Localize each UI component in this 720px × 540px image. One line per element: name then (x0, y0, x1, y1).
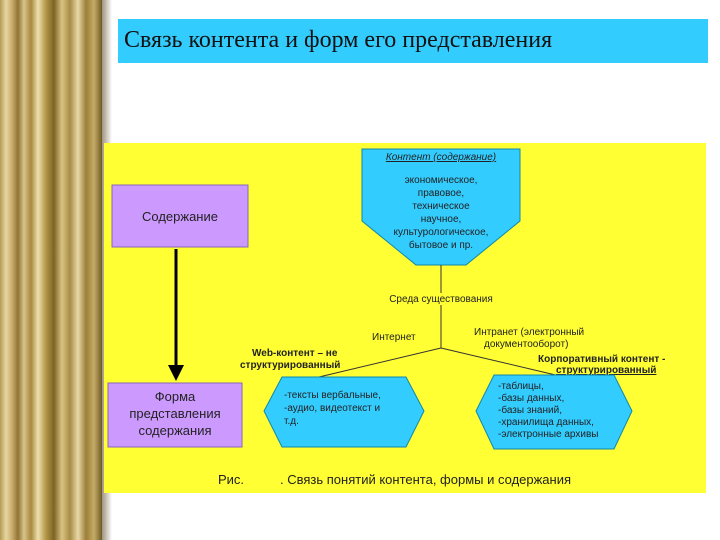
decorative-frame (0, 0, 102, 540)
left-hex-line-2: -аудио, видеотекст и (284, 403, 380, 414)
content-box (111, 184, 249, 248)
environment-label: Среда существования (389, 294, 493, 305)
form-box (107, 382, 243, 448)
right-hexagon (475, 374, 633, 450)
content-shape-line-6: бытовое и пр. (409, 239, 473, 251)
content-shape-heading: Контент (содержание) (386, 152, 496, 163)
web-content-label-line-2: структурированный (240, 360, 340, 371)
left-hex-line-1: -тексты вербальные, (284, 389, 381, 401)
content-shape-line-2: правовое, (418, 188, 464, 199)
connector-left (318, 347, 442, 378)
content-box-label: Содержание (142, 209, 218, 224)
right-hex-line-2: -базы данных, (498, 392, 564, 404)
content-shape-line-5: культурологическое, (394, 227, 489, 238)
right-hex-line-4: -хранилища данных, (498, 417, 594, 428)
content-shape (361, 148, 521, 266)
content-shape-line-1: экономическое, (405, 175, 478, 186)
corporate-content-label-line-2: структурированный (556, 365, 656, 376)
form-box-line-2: представления (129, 406, 220, 421)
right-hex-line-1: -таблицы, (498, 380, 544, 392)
arrow-head (168, 365, 184, 381)
slide-title: Связь контента и форм его представления (124, 27, 553, 53)
internet-label: Интернет (372, 332, 416, 343)
caption-prefix: Рис. (218, 472, 244, 487)
slide-title-bar: Связь контента и форм его представления (118, 19, 708, 63)
intranet-label-line-2: документооборот) (484, 338, 568, 350)
corporate-content-label-line-1: Корпоративный контент - (538, 354, 665, 365)
diagram-svg: Содержание Форма представления содержани… (107, 148, 665, 487)
connector-right (440, 347, 565, 378)
form-box-line-1: Форма (155, 389, 196, 404)
caption-text: . Связь понятий контента, формы и содерж… (280, 472, 571, 487)
web-content-label-line-1: Web-контент – не (252, 348, 338, 359)
content-shape-line-3: техническое (412, 201, 470, 212)
left-hexagon (263, 376, 425, 448)
form-box-line-3: содержания (138, 423, 211, 438)
diagram-area: Содержание Форма представления содержани… (104, 143, 706, 493)
right-hex-line-5: -электронные архивы (498, 429, 598, 440)
intranet-label-line-1: Интранет (электронный (474, 327, 584, 338)
left-hex-line-3: т.д. (284, 416, 299, 427)
content-shape-line-4: научное, (421, 214, 462, 225)
right-hex-line-3: -базы знаний, (498, 404, 562, 416)
